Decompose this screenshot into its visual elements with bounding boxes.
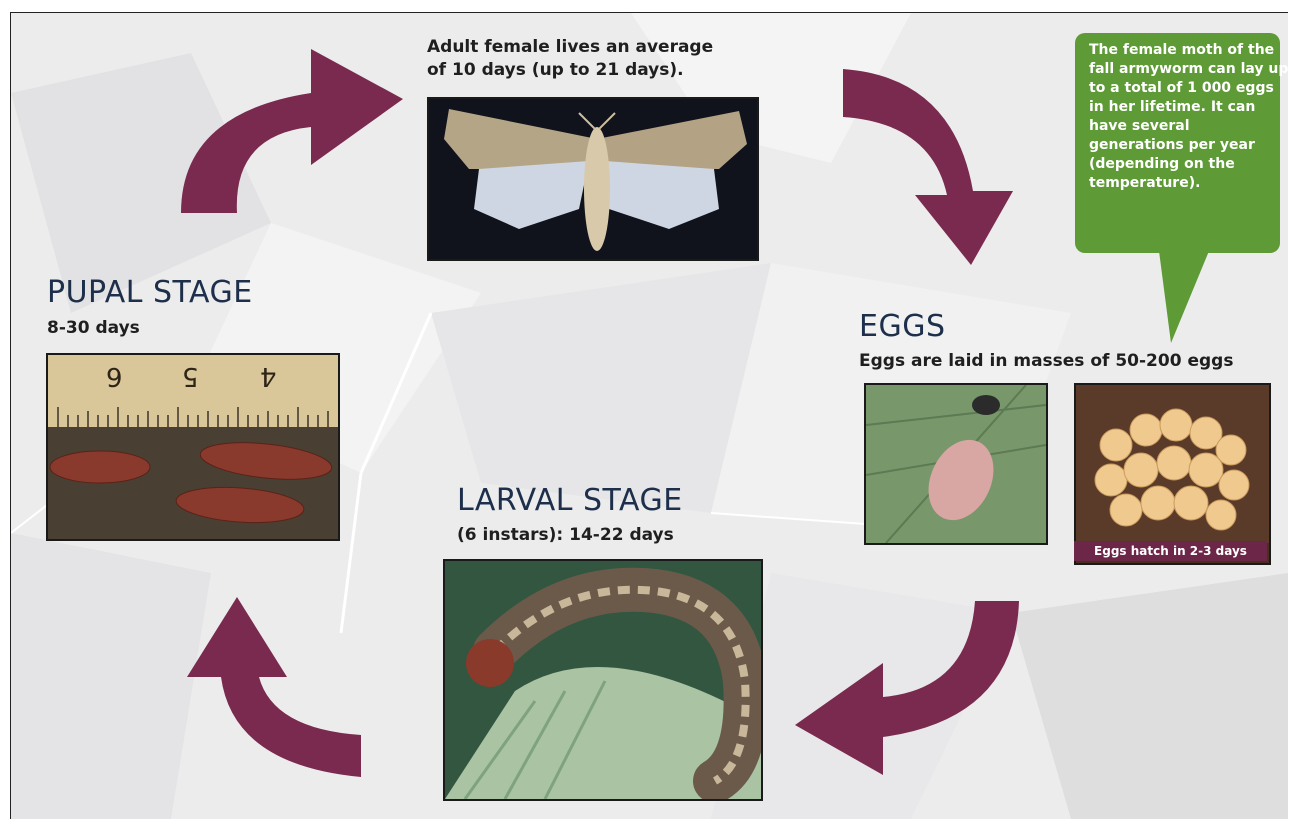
arrow-adult-to-eggs bbox=[843, 69, 1013, 265]
arrow-pupal-to-adult bbox=[181, 49, 403, 213]
lifecycle-diagram: Adult female lives an average of 10 days… bbox=[10, 12, 1288, 819]
arrow-eggs-to-larval bbox=[795, 601, 1019, 775]
arrow-larval-to-pupal bbox=[187, 597, 361, 777]
cycle-arrows bbox=[11, 13, 1288, 819]
